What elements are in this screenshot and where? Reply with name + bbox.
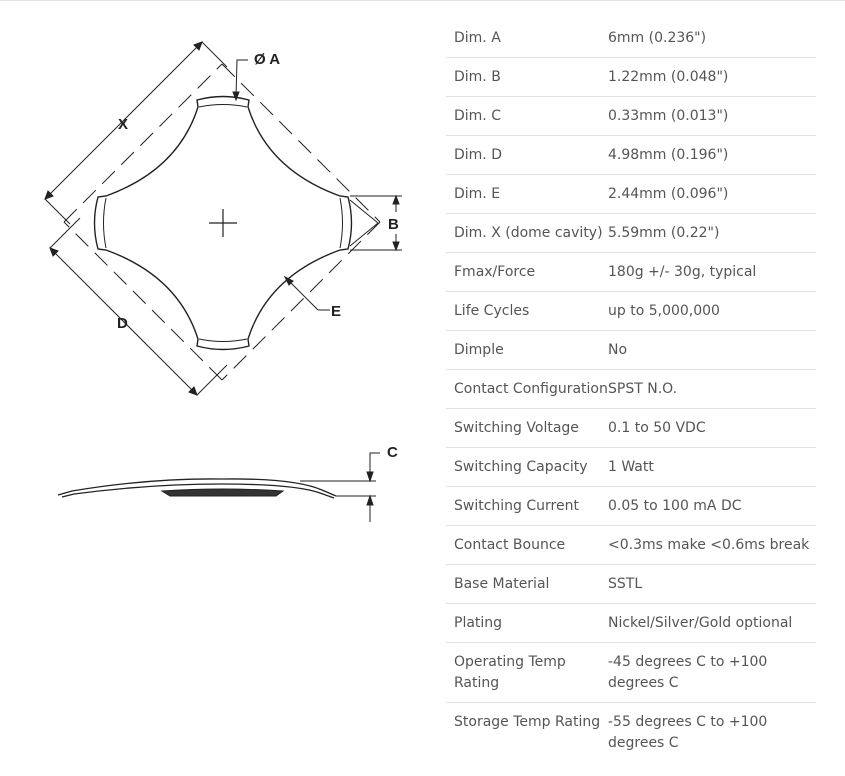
spec-value: SPST N.O. — [608, 381, 678, 397]
dome-side-view — [57, 478, 337, 499]
spec-label: Storage Temp Rating — [454, 714, 601, 730]
dome-outline — [93, 95, 353, 351]
dome-technical-drawing: Ø A B C D E X — [44, 41, 402, 522]
spec-value: Nickel/Silver/Gold optional — [608, 615, 793, 631]
spec-row: Operating Temp Rating -45 degrees C to +1… — [446, 643, 816, 703]
spec-row: Fmax/Force 180g +/- 30g, typical — [446, 253, 816, 292]
spec-value: 6mm (0.236") — [608, 30, 707, 46]
spec-label: Dim. B — [454, 69, 501, 85]
spec-label: Switching Current — [454, 498, 579, 514]
label-dim-e: E — [331, 303, 341, 320]
spec-label: Dim. C — [454, 108, 501, 124]
spec-value: 2.44mm (0.096") — [608, 186, 729, 202]
spec-value: -45 degrees C to +100 degrees C — [608, 654, 768, 691]
spec-value: 4.98mm (0.196") — [608, 147, 729, 163]
label-dim-x: X — [118, 116, 128, 133]
spec-value: SSTL — [608, 576, 643, 592]
dimension-lines — [44, 41, 402, 522]
spec-row: Dim. X (dome cavity) 5.59mm (0.22") — [446, 214, 816, 253]
spec-value: No — [608, 342, 628, 358]
dome-top-view — [63, 63, 381, 381]
label-dim-a: Ø A — [254, 51, 280, 68]
spec-value: 0.1 to 50 VDC — [608, 420, 706, 436]
spec-value: 1.22mm (0.048") — [608, 69, 729, 85]
spec-row: Dim. A 6mm (0.236") — [446, 19, 816, 58]
spec-label: Operating Temp Rating — [454, 654, 566, 691]
spec-row: Dim. D 4.98mm (0.196") — [446, 136, 816, 175]
spec-row: Switching Voltage 0.1 to 50 VDC — [446, 409, 816, 448]
spec-label: Dim. D — [454, 147, 502, 163]
spec-value: up to 5,000,000 — [608, 303, 720, 319]
spec-value: <0.3ms make <0.6ms break — [608, 537, 810, 553]
spec-label: Base Material — [454, 576, 550, 592]
spec-row: Switching Capacity 1 Watt — [446, 448, 816, 487]
spec-row: Storage Temp Rating -55 degrees C to +100… — [446, 703, 816, 762]
spec-row: Contact Bounce <0.3ms make <0.6ms break — [446, 526, 816, 565]
spec-row: Dim. E 2.44mm (0.096") — [446, 175, 816, 214]
spec-label: Fmax/Force — [454, 264, 536, 280]
spec-label: Contact Bounce — [454, 537, 566, 553]
spec-row: Life Cycles up to 5,000,000 — [446, 292, 816, 331]
spec-value: 5.59mm (0.22") — [608, 225, 720, 241]
spec-label: Dim. E — [454, 186, 501, 202]
spec-value: 1 Watt — [608, 459, 654, 475]
spec-value: 180g +/- 30g, typical — [608, 264, 757, 280]
spec-value: -55 degrees C to +100 degrees C — [608, 714, 768, 751]
top-divider — [0, 0, 845, 1]
label-dim-c: C — [387, 444, 398, 461]
spec-label: Plating — [454, 615, 503, 631]
label-dim-d: D — [117, 315, 128, 332]
cavity-outline — [63, 63, 381, 381]
spec-label: Contact Configuration — [454, 381, 608, 397]
spec-label: Switching Voltage — [454, 420, 579, 436]
label-dim-b: B — [388, 216, 399, 233]
spec-row: Dimple No — [446, 331, 816, 370]
spec-label: Dim. X (dome cavity) — [454, 225, 603, 241]
spec-label: Life Cycles — [454, 303, 530, 319]
spec-row: Base Material SSTL — [446, 565, 816, 604]
spec-value: 0.05 to 100 mA DC — [608, 498, 742, 514]
spec-value: 0.33mm (0.013") — [608, 108, 729, 124]
spec-row: Dim. B 1.22mm (0.048") — [446, 58, 816, 97]
spec-label: Dim. A — [454, 30, 501, 46]
spec-label: Switching Capacity — [454, 459, 588, 475]
spec-row: Dim. C 0.33mm (0.013") — [446, 97, 816, 136]
spec-label: Dimple — [454, 342, 504, 358]
spec-row: Switching Current 0.05 to 100 mA DC — [446, 487, 816, 526]
spec-table: Dim. A 6mm (0.236") Dim. B 1.22mm (0.048")… — [446, 19, 816, 762]
spec-row: Plating Nickel/Silver/Gold optional — [446, 604, 816, 643]
